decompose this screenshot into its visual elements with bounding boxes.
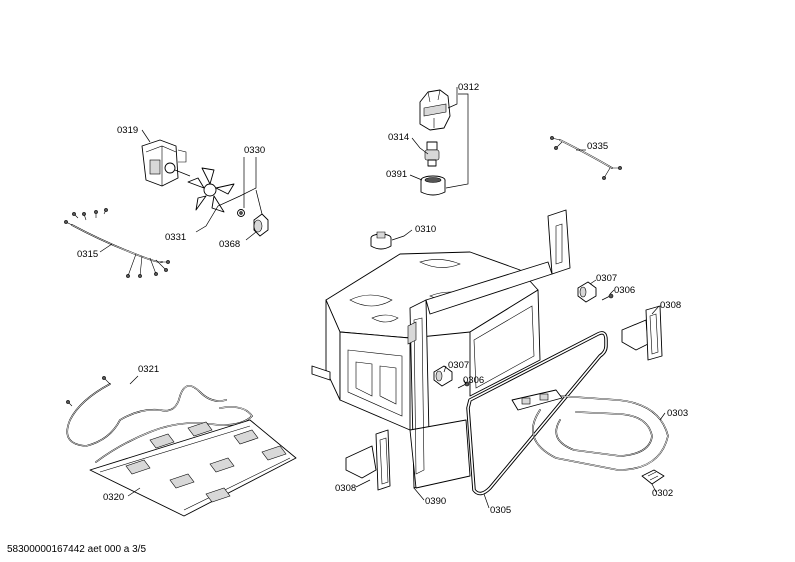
part-0302-clip[interactable]: [641, 469, 665, 485]
oven-cavity-assembly[interactable]: [311, 209, 571, 489]
label-0319: 0319: [117, 125, 138, 136]
label-0331: 0331: [165, 232, 186, 243]
part-0303-grill-heating-element[interactable]: [511, 389, 669, 471]
part-0314-lamp-bulb[interactable]: [424, 141, 440, 167]
label-0368: 0368: [219, 239, 240, 250]
label-0302: 0302: [652, 488, 673, 499]
part-0306-screw-upper[interactable]: [601, 293, 614, 301]
label-0335: 0335: [587, 141, 608, 152]
label-0305: 0305: [490, 505, 511, 516]
label-0307-lower: 0307: [448, 360, 469, 371]
part-0320-bottom-cover-tray[interactable]: [89, 419, 297, 517]
part-0315-wiring-harness[interactable]: [64, 208, 170, 278]
label-0303: 0303: [667, 408, 688, 419]
label-0310: 0310: [415, 224, 436, 235]
label-0391: 0391: [386, 169, 407, 180]
part-0312-lamp-socket[interactable]: [419, 89, 451, 131]
part-0319-fan-motor[interactable]: [141, 139, 191, 187]
part-0307-hinge-bushing-lower[interactable]: [433, 365, 453, 387]
label-0390: 0390: [425, 496, 446, 507]
part-0368-bushing[interactable]: [253, 213, 269, 237]
part-0307-hinge-bushing-upper[interactable]: [577, 281, 597, 303]
part-labels: 0312 0314 0391 0319 0330 0331 0368 0315 …: [77, 82, 688, 516]
label-0314: 0314: [388, 132, 409, 143]
part-0330-nut[interactable]: [237, 209, 245, 217]
label-0306-lower: 0306: [463, 375, 484, 386]
label-0330: 0330: [244, 145, 265, 156]
label-0321: 0321: [138, 364, 159, 375]
part-0335-wiring-harness[interactable]: [550, 136, 622, 180]
part-0308-hinge-bracket-lower[interactable]: [345, 429, 391, 491]
part-0310-thermostat-sensor[interactable]: [370, 231, 392, 250]
part-0306-screw-lower[interactable]: [457, 381, 470, 389]
label-0320: 0320: [103, 492, 124, 503]
label-0308-lower: 0308: [335, 483, 356, 494]
leader-lines: [99, 87, 666, 509]
label-0306-upper: 0306: [614, 285, 635, 296]
label-0308-right: 0308: [660, 300, 681, 311]
document-reference-footer: 58300000167442 aet 000 a 3/5: [7, 544, 146, 555]
part-0391-lamp-glass[interactable]: [420, 175, 446, 196]
part-0305-door-frame[interactable]: [466, 331, 608, 496]
part-0331-fan-blade[interactable]: [187, 167, 235, 213]
part-0308-hinge-bracket-right[interactable]: [621, 305, 663, 361]
label-0315: 0315: [77, 249, 98, 260]
label-0307-upper: 0307: [596, 273, 617, 284]
label-0312: 0312: [458, 82, 479, 93]
